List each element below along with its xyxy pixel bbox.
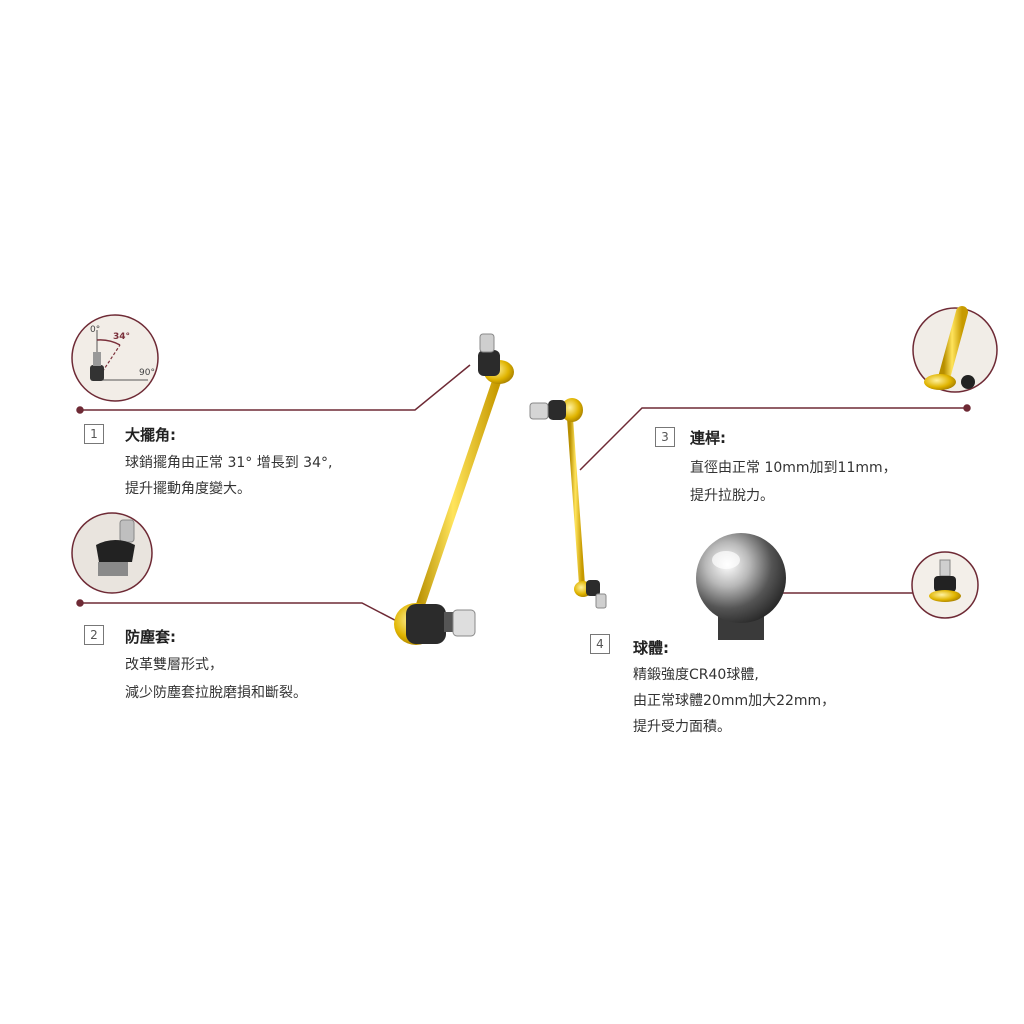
feature-3-line-2: 提升拉脫力。 bbox=[690, 488, 774, 504]
feature-1-title: 大擺角: bbox=[125, 426, 176, 444]
leader-line-1 bbox=[80, 364, 471, 411]
feature-3-line-1: 直徑由正常 10mm加到11mm， bbox=[690, 460, 897, 476]
feature-3-title: 連桿: bbox=[690, 429, 726, 447]
feature-2-number: 2 bbox=[84, 625, 104, 645]
feature-2-title: 防塵套: bbox=[125, 628, 176, 646]
leader-dot-1 bbox=[76, 406, 84, 414]
short-stabilizer-link bbox=[529, 398, 607, 609]
feature-4-number: 4 bbox=[590, 634, 610, 654]
feature-4-line-3: 提升受力面積。 bbox=[633, 719, 731, 735]
dust-boot-inset bbox=[71, 512, 153, 594]
feature-2-line-1: 改革雙層形式， bbox=[125, 657, 223, 673]
feature-3-number: 3 bbox=[655, 427, 675, 447]
feature-4-line-2: 由正常球體20mm加大22mm， bbox=[633, 693, 836, 709]
angle-label-swing: 34° bbox=[113, 332, 131, 342]
feature-1-line-2: 提升擺動角度變大。 bbox=[125, 481, 251, 497]
leader-dot-3 bbox=[963, 404, 971, 412]
leader-line-2 bbox=[80, 602, 411, 629]
feature-2-line-2: 減少防塵套拉脫磨損和斷裂。 bbox=[125, 685, 307, 701]
feature-1-line-1: 球銷擺角由正常 31° 增長到 34°, bbox=[125, 455, 333, 471]
leader-lines bbox=[76, 364, 971, 629]
feature-4-line-1: 精鍛強度CR40球體, bbox=[633, 667, 759, 683]
angle-inset bbox=[71, 314, 159, 402]
ball-stud-inset bbox=[911, 551, 979, 619]
angle-label-end: 90° bbox=[139, 368, 155, 378]
ball-stud-illustration bbox=[696, 533, 786, 640]
feature-4-title: 球體: bbox=[633, 639, 669, 657]
leader-line-3 bbox=[579, 407, 967, 471]
long-stabilizer-link bbox=[394, 333, 514, 645]
angle-label-start: 0° bbox=[90, 325, 101, 335]
rod-inset bbox=[912, 306, 998, 393]
leader-dot-2 bbox=[76, 599, 84, 607]
feature-1-number: 1 bbox=[84, 424, 104, 444]
